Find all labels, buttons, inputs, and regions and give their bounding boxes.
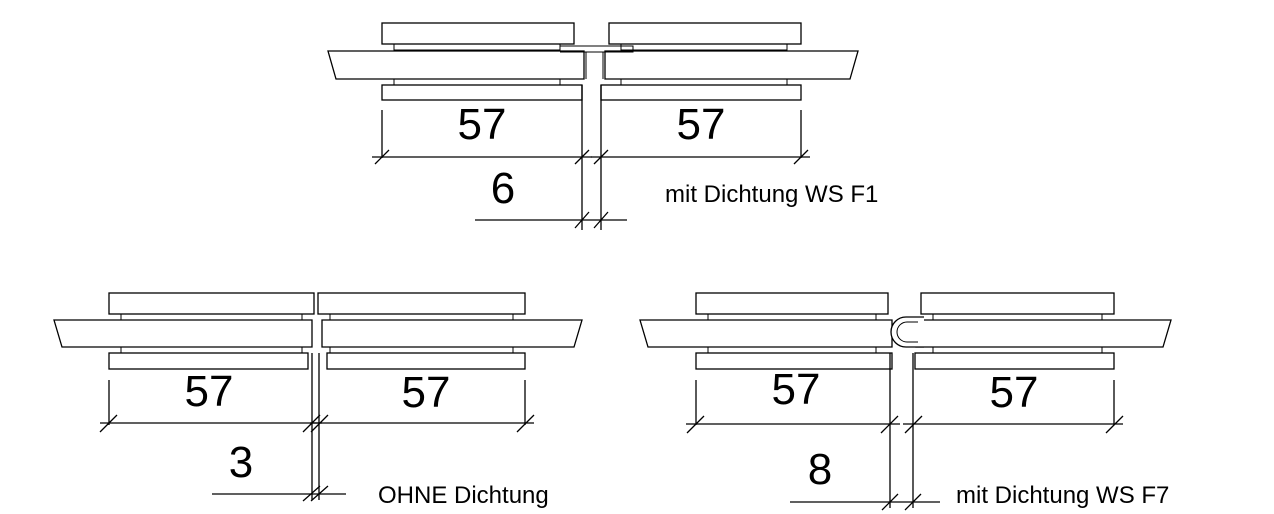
detail-ohne-dichtung: 57 57 3 OHNE Dichtung	[53, 292, 583, 509]
gap-label: 8	[808, 445, 832, 494]
detail-ws-f1: 57 57 6 mit Dichtung WS F1	[327, 22, 878, 230]
seal-caption: OHNE Dichtung	[378, 482, 549, 509]
right-upper-gasket	[620, 43, 788, 51]
right-upper-gasket	[329, 313, 514, 321]
left-glass-pane	[639, 319, 893, 348]
right-glass-pane	[604, 50, 859, 80]
left-glass-pane	[327, 50, 585, 80]
right-lower-gasket	[932, 346, 1103, 354]
dim-ticks	[374, 149, 809, 229]
seal-ws-f1-web	[585, 52, 604, 79]
left-upper-plate	[108, 292, 315, 315]
right-lower-gasket	[329, 346, 514, 354]
right-upper-plate	[920, 292, 1115, 315]
left-width-label: 57	[185, 367, 234, 416]
left-width-label: 57	[772, 365, 821, 414]
seal-ws-f1-flange	[560, 45, 634, 53]
gap-label: 6	[491, 164, 515, 213]
right-lower-plate	[914, 352, 1115, 370]
left-lower-gasket	[120, 346, 303, 354]
right-lower-gasket	[620, 78, 788, 86]
right-upper-plate	[317, 292, 526, 315]
seal-ws-f7-inner	[896, 321, 918, 343]
left-lower-plate	[695, 352, 893, 370]
left-lower-plate	[381, 84, 583, 101]
seal-caption: mit Dichtung WS F7	[956, 482, 1169, 509]
seal-ws-f7-profile	[890, 316, 924, 348]
right-upper-plate	[608, 22, 802, 45]
right-glass-pane	[321, 319, 583, 348]
left-upper-gasket	[707, 313, 877, 321]
left-upper-gasket	[120, 313, 303, 321]
seal-caption: mit Dichtung WS F1	[665, 181, 878, 208]
right-lower-plate	[326, 352, 526, 370]
right-width-label: 57	[677, 100, 726, 149]
detail-ws-f7: 57 57 8 mit Dichtung WS F7	[639, 292, 1172, 511]
left-width-label: 57	[458, 100, 507, 149]
right-lower-plate	[600, 84, 802, 101]
right-upper-gasket	[932, 313, 1103, 321]
dim-ticks	[686, 415, 1124, 511]
dim-ticks	[99, 414, 535, 502]
left-lower-plate	[108, 352, 309, 370]
right-width-label: 57	[402, 368, 451, 417]
left-upper-plate	[381, 22, 575, 45]
gap-label: 3	[229, 438, 253, 487]
left-upper-plate	[695, 292, 889, 315]
left-upper-gasket	[393, 43, 561, 51]
left-lower-gasket	[707, 346, 877, 354]
left-lower-gasket	[393, 78, 561, 86]
right-glass-pane	[915, 319, 1172, 348]
left-glass-pane	[53, 319, 313, 348]
right-width-label: 57	[990, 368, 1039, 417]
